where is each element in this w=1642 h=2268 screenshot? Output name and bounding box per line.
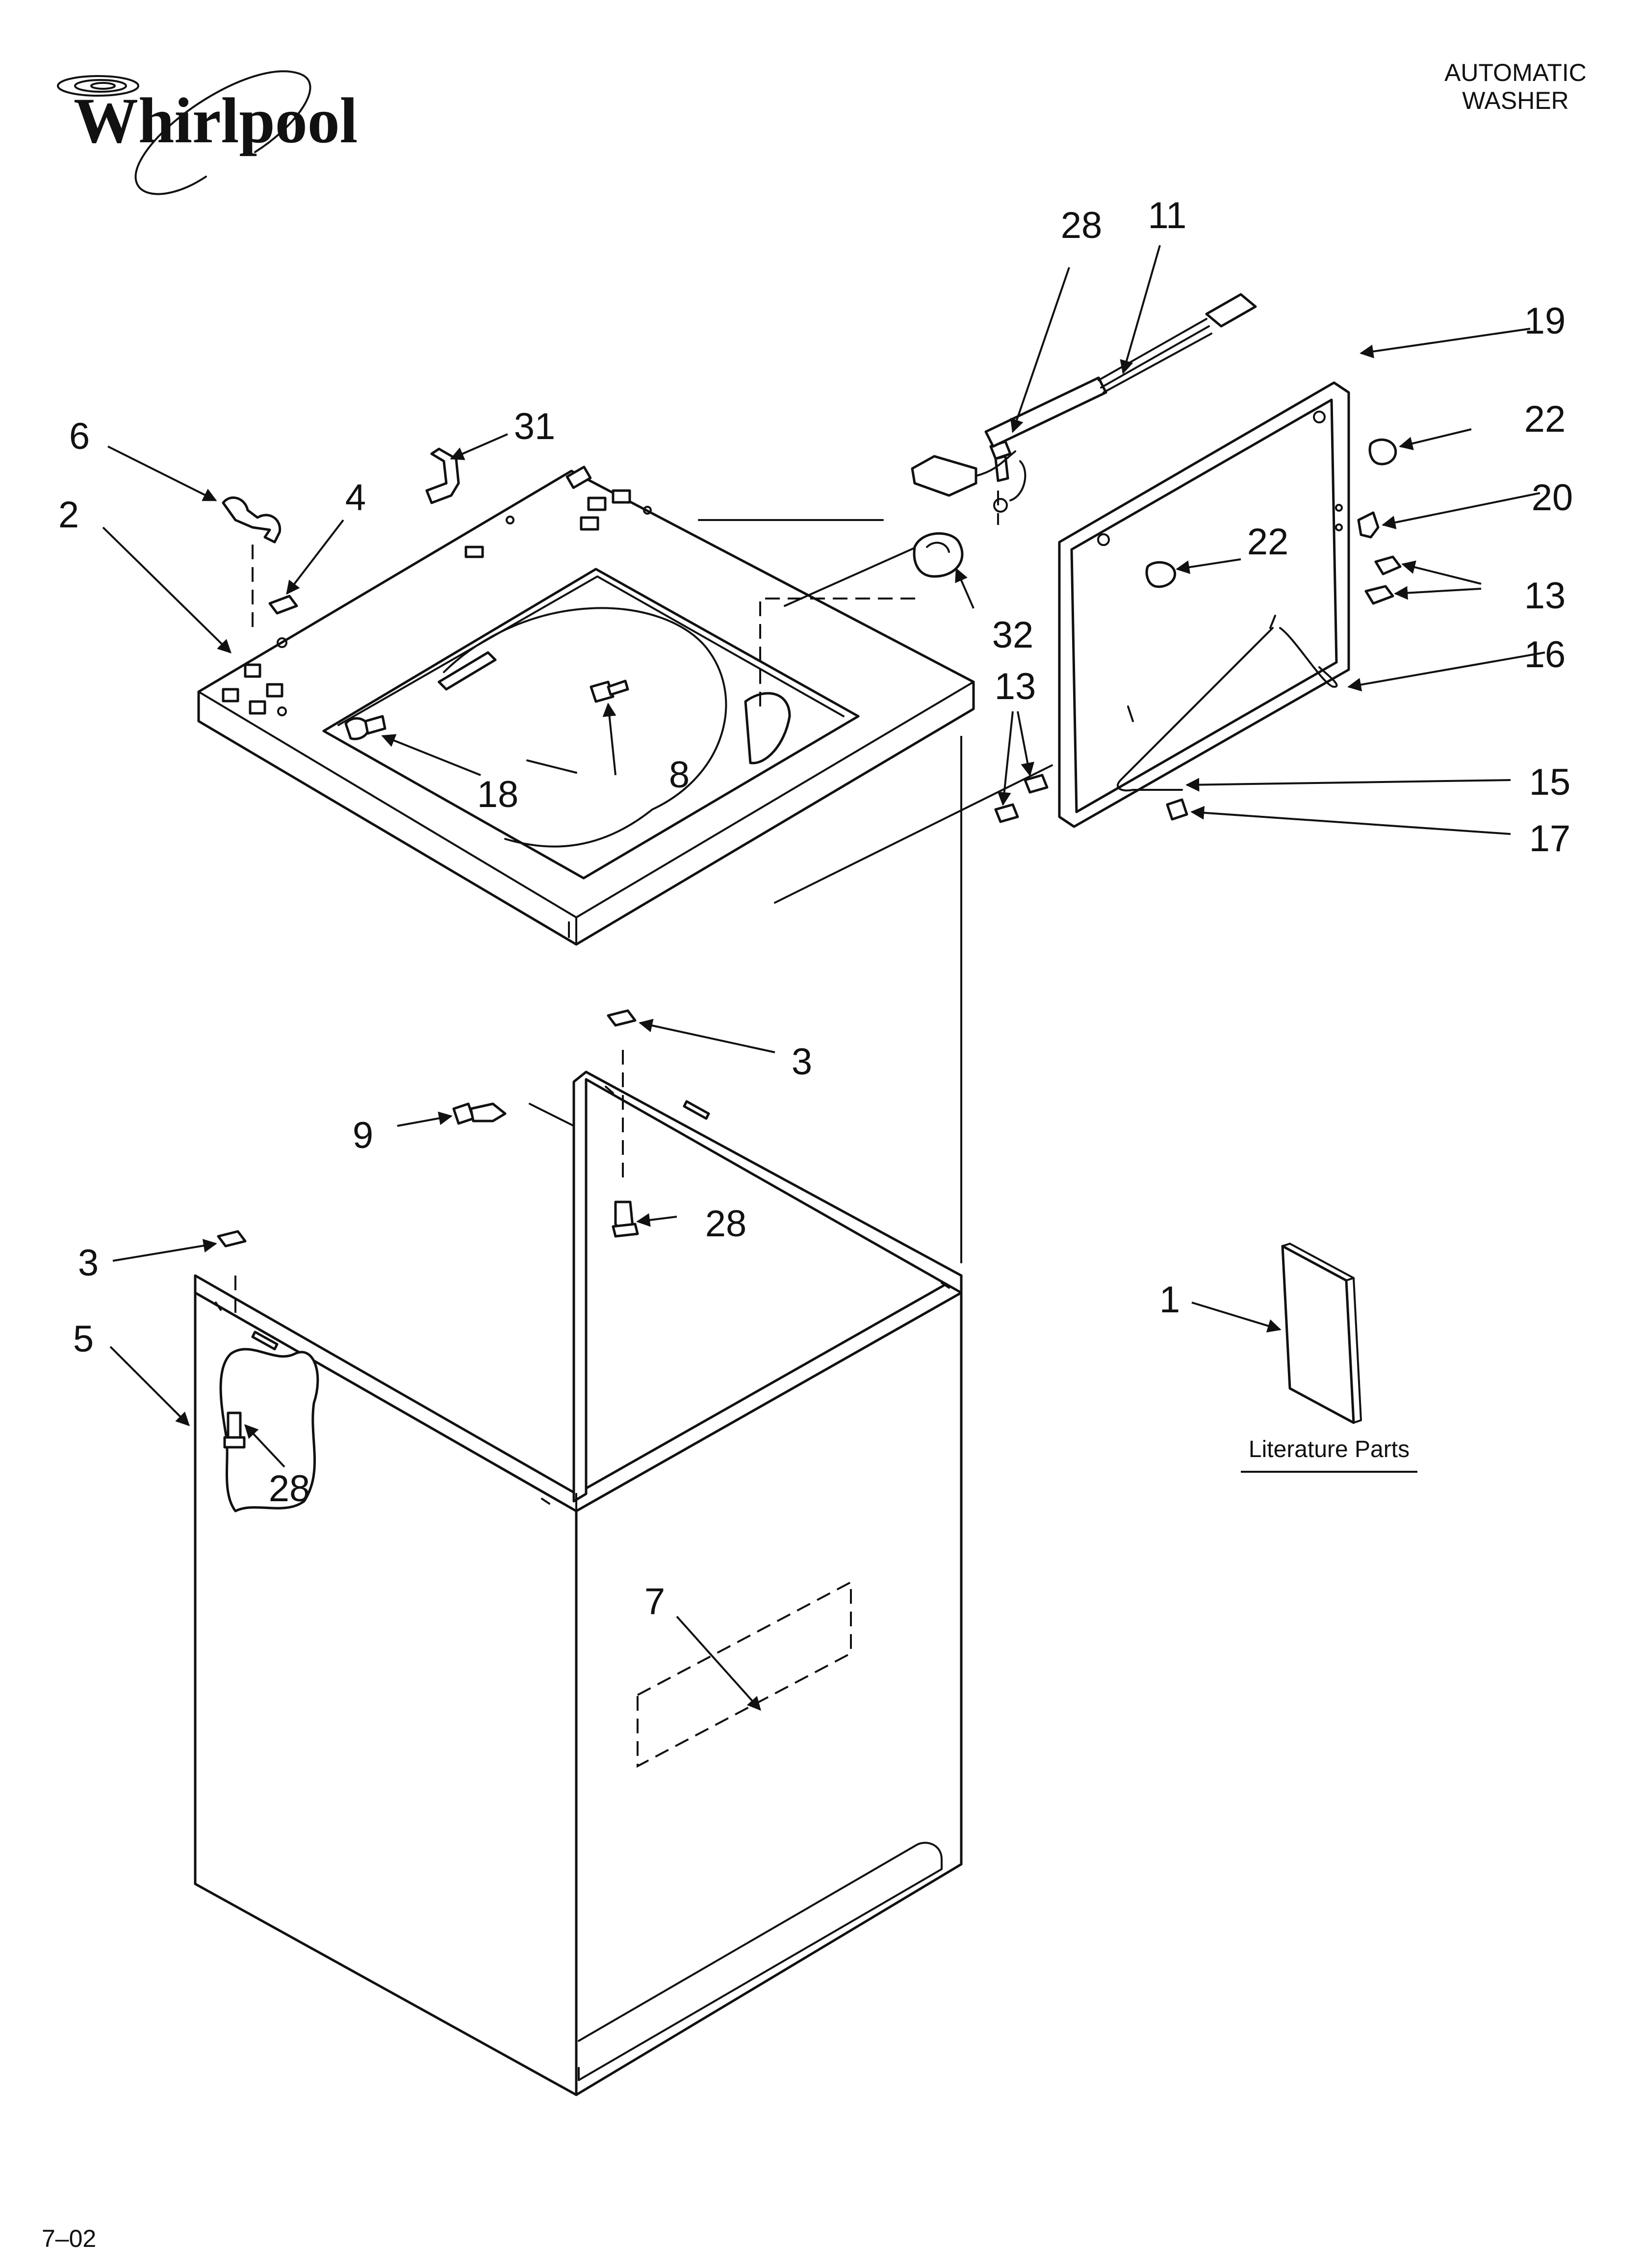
callout-17: 17 <box>1529 818 1571 860</box>
part-lid-switch <box>911 293 1257 513</box>
callout-13-left: 13 <box>995 666 1036 707</box>
callout-18: 18 <box>477 774 519 815</box>
callout-1: 1 <box>1159 1279 1180 1321</box>
callout-5: 5 <box>73 1318 94 1360</box>
part-console-frame <box>1058 381 1350 828</box>
callout-20: 20 <box>1532 477 1573 519</box>
callout-6: 6 <box>69 416 90 457</box>
part-clip-6 <box>222 496 282 544</box>
callout-28-mid: 28 <box>705 1203 747 1245</box>
callout-22-right: 22 <box>1524 398 1566 440</box>
brand-logo: Whirlpool <box>57 70 358 195</box>
header-washer: WASHER <box>1462 87 1569 114</box>
callout-4: 4 <box>345 477 366 519</box>
callout-7: 7 <box>644 1581 665 1622</box>
callout-11: 11 <box>1148 195 1187 236</box>
callout-3-left: 3 <box>78 1242 99 1284</box>
callout-28-cutaway: 28 <box>269 1468 310 1510</box>
callout-labels: 6 2 4 31 28 11 19 22 20 22 13 16 15 17 1… <box>58 195 1573 1622</box>
callout-13-right: 13 <box>1524 575 1566 617</box>
part-cabinet <box>194 1070 963 2096</box>
callout-22-left: 22 <box>1247 521 1289 563</box>
header-automatic: AUTOMATIC <box>1444 59 1587 86</box>
callout-9: 9 <box>353 1115 373 1156</box>
callout-16: 16 <box>1524 634 1566 676</box>
callout-31: 31 <box>514 406 556 447</box>
callout-8: 8 <box>669 754 690 796</box>
part-literature: Literature Parts <box>1241 1243 1417 1473</box>
callout-28-top: 28 <box>1061 205 1103 246</box>
callout-15: 15 <box>1529 761 1571 803</box>
callout-32: 32 <box>992 614 1034 656</box>
callout-19: 19 <box>1524 300 1566 342</box>
leader-lines <box>102 245 1545 1711</box>
part-grommet-32 <box>913 532 964 578</box>
brand-wordmark: Whirlpool <box>74 84 358 156</box>
callout-3-mid: 3 <box>792 1041 812 1083</box>
callout-2: 2 <box>58 494 79 536</box>
part-top <box>197 466 975 946</box>
footer-code: 7–02 <box>42 2225 96 2252</box>
literature-parts-label: Literature Parts <box>1249 1436 1410 1462</box>
